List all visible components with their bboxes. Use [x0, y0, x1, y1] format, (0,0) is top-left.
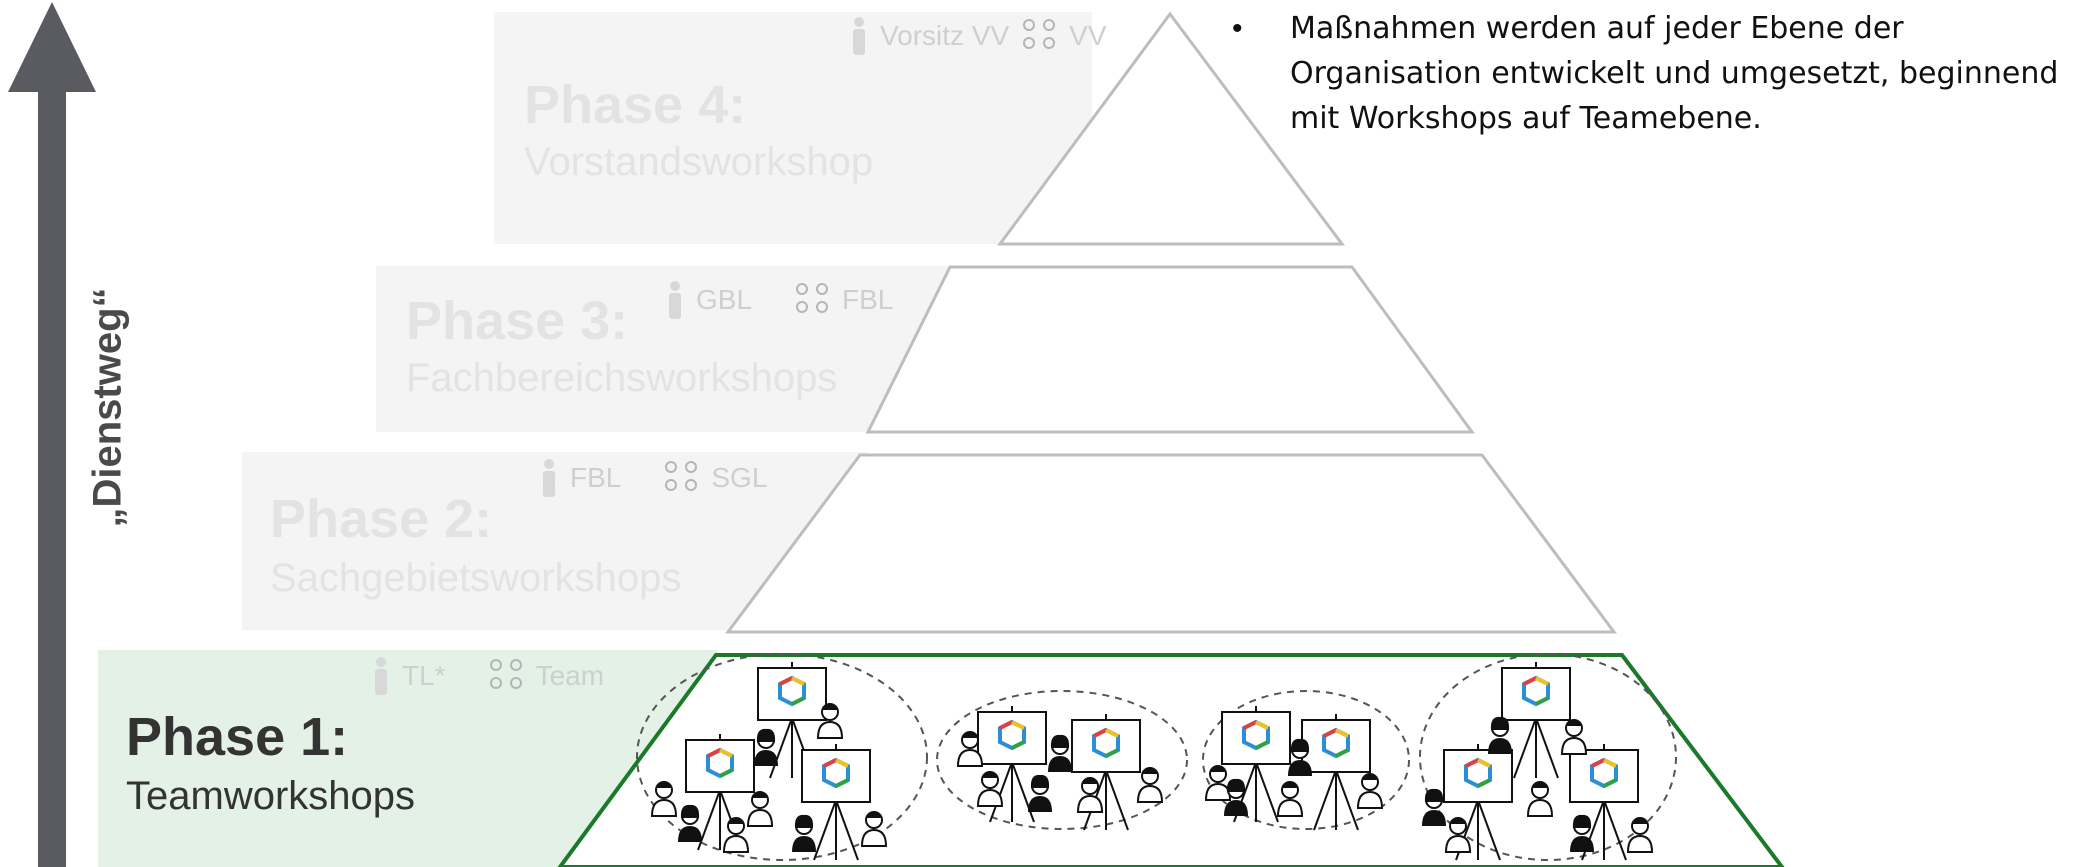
presenter-icon: [669, 281, 681, 319]
workshop-group-icon: [936, 690, 1188, 832]
phase-4-title: Phase 4:: [524, 75, 747, 135]
phase-2-lead-role: FBL: [570, 462, 622, 493]
phase-1-outline: [557, 653, 1785, 867]
phase-4-roles: Vorsitz VV VV: [848, 16, 1107, 56]
phase-3-outline: [865, 265, 1475, 434]
phase-1-member-role: Team: [535, 660, 605, 691]
workshop-group-icon: [1202, 690, 1410, 832]
phase-3-title: Phase 3:: [406, 291, 629, 351]
phase-3-lead-role: GBL: [696, 284, 753, 315]
presenter-icon: [543, 459, 555, 497]
phase-1-lead-role: TL*: [402, 660, 446, 691]
phase-1-subtitle: Teamworkshops: [126, 774, 416, 818]
hierarchy-arrow: [8, 2, 96, 867]
group-icon: [796, 283, 829, 313]
phase-3-member-role: FBL: [842, 284, 894, 315]
workshop-group-icon: [1419, 653, 1677, 862]
note-text: Maßnahmen werden auf jeder Ebene der Org…: [1290, 11, 2059, 136]
phase-2-subtitle: Sachgebietsworkshops: [270, 556, 682, 600]
phase-4-subtitle: Vorstandsworkshop: [524, 140, 874, 184]
phase-4-outline: [997, 11, 1345, 246]
group-icon: [1023, 19, 1056, 49]
phase-2-outline: [725, 453, 1617, 634]
presenter-icon: [375, 657, 387, 695]
phase-2-title: Phase 2:: [270, 489, 493, 549]
group-icon: [665, 461, 698, 491]
phase-3-roles: GBL FBL: [664, 280, 893, 320]
phase-4-member-role: VV: [1069, 20, 1107, 51]
phase-3-subtitle: Fachbereichsworkshops: [406, 356, 838, 400]
phase-1-title: Phase 1:: [126, 707, 349, 767]
phase-4-band: [494, 12, 1092, 244]
presenter-icon: [853, 17, 865, 55]
group-icon: [489, 659, 522, 689]
note-bullet: •: [1232, 12, 1243, 45]
phase-2-roles: FBL SGL: [538, 458, 767, 498]
phase-1-roles: TL* Team: [370, 656, 604, 696]
phase-2-member-role: SGL: [711, 462, 768, 493]
workshop-group-icon: [636, 653, 928, 862]
phase-4-lead-role: Vorsitz VV: [880, 20, 1010, 51]
